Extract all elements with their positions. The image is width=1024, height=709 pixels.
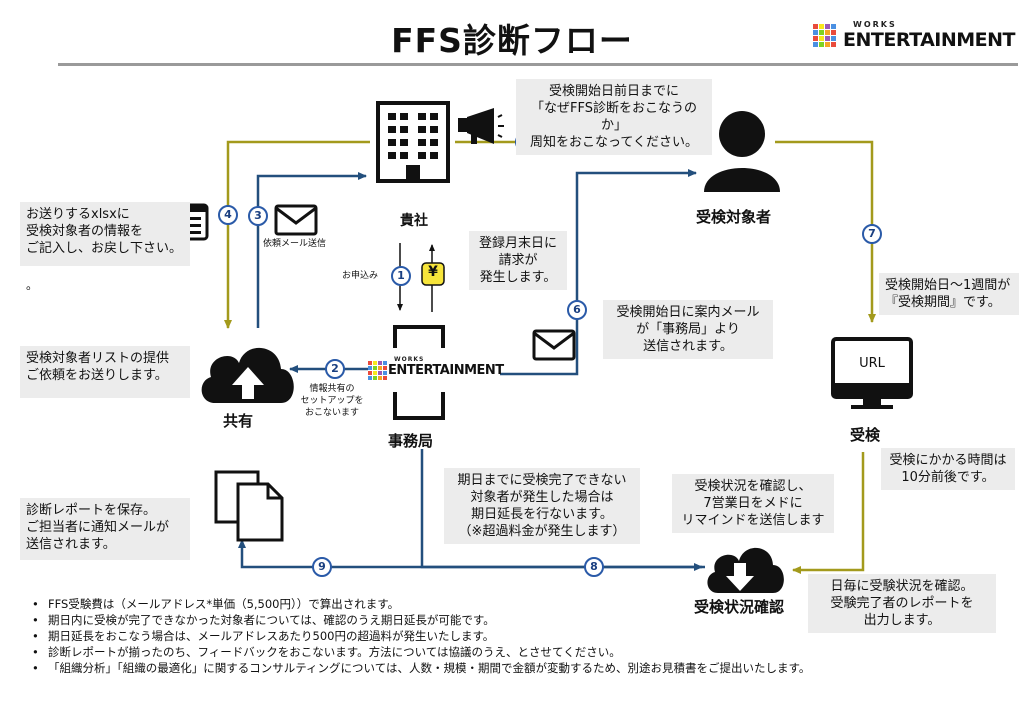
logo-works-text: WORKS xyxy=(394,356,425,363)
stray-mark: 。 xyxy=(26,278,39,292)
logo-square xyxy=(368,366,372,370)
cloud-upload-icon xyxy=(201,347,294,403)
logo-name-text: ENTERTAINMENT xyxy=(388,363,504,378)
cloud-download-icon xyxy=(707,547,784,593)
note-notice-before: 受検開始日前日までに「なぜFFS診断をおこなうのか」周知をおこなってください。 xyxy=(516,79,712,155)
logo-mark xyxy=(813,24,836,47)
node-jimukyoku-label: 事務局 xyxy=(388,432,434,450)
step-9-marker: 9 xyxy=(312,557,332,577)
note-item: 「組織分析」「組織の最適化」に関するコンサルティングについては、人数・規模・期間… xyxy=(30,660,1010,676)
connector-step4 xyxy=(224,140,370,329)
logo-square xyxy=(383,361,387,365)
title-divider xyxy=(58,63,1018,66)
note-item: 期日延長をおこなう場合は、メールアドレスあたり500円の超過料が発生いたします。 xyxy=(30,628,1010,644)
note-remind: 受検状況を確認し、7営業日をメドにリマインドを送信します xyxy=(672,474,834,533)
logo-square xyxy=(378,371,382,375)
note-item: 期日内に受検が完了できなかった対象者については、確認のうえ期日延長が可能です。 xyxy=(30,612,1010,628)
step-6-marker: 6 xyxy=(567,300,587,320)
monitor-icon xyxy=(831,337,913,409)
person-icon xyxy=(704,111,780,192)
logo-square xyxy=(383,366,387,370)
connector-step6 xyxy=(500,169,697,376)
note-item: 診断レポートが揃ったのち、フィードバックをおこないます。方法については協議のうえ… xyxy=(30,644,1010,660)
logo-square xyxy=(819,30,824,35)
building-icon xyxy=(376,101,450,183)
logo-mark xyxy=(368,361,387,380)
note-item: FFS受験費は（メールアドレス*単価（5,500円））で算出されます。 xyxy=(30,596,1010,612)
logo-square xyxy=(373,366,377,370)
setup-label: 情報共有のセットアップをおこないます xyxy=(300,384,364,418)
logo-square xyxy=(819,24,824,29)
footer-notes: FFS受験費は（メールアドレス*単価（5,500円））で算出されます。 期日内に… xyxy=(30,596,1010,676)
request-mail-label: 依頼メール送信 xyxy=(263,239,327,249)
logo-square xyxy=(825,42,830,47)
note-invoice: 登録月末日に請求が発生します。 xyxy=(469,231,567,290)
step-2-marker: 2 xyxy=(325,359,345,379)
apply-label: お申込み xyxy=(342,271,379,281)
envelope-icon xyxy=(532,329,576,361)
logo-square xyxy=(813,42,818,47)
logo-square xyxy=(813,36,818,41)
note-extend: 期日までに受検完了できない対象者が発生した場合は期日延長を行ないます。（※超過料… xyxy=(444,468,640,544)
connector-step7 xyxy=(775,140,876,323)
envelope-icon xyxy=(274,204,318,236)
note-xlsx: お送りするxlsxに受検対象者の情報をご記入し、お戻し下さい。 xyxy=(20,202,190,266)
yen-coin-icon xyxy=(421,262,445,286)
connector-step3 xyxy=(256,172,367,328)
logo-square xyxy=(831,42,836,47)
step-4-marker: 4 xyxy=(218,205,238,225)
page-title: FFS診断フロー xyxy=(391,21,633,60)
note-list: 受検対象者リストの提供ご依頼をお送りします。 xyxy=(20,346,190,398)
note-guide-mail: 受検開始日に案内メールが「事務局」より送信されます。 xyxy=(603,300,773,359)
step-3-marker: 3 xyxy=(248,206,268,226)
logo-square xyxy=(819,42,824,47)
step-7-marker: 7 xyxy=(862,224,882,244)
logo-square xyxy=(813,24,818,29)
logo-square xyxy=(825,36,830,41)
megaphone-icon xyxy=(458,108,504,144)
logo-square xyxy=(831,30,836,35)
logo-square xyxy=(368,371,372,375)
yen-glyph: ¥ xyxy=(428,264,438,280)
logo-square xyxy=(373,376,377,380)
logo-square xyxy=(813,30,818,35)
url-label: URL xyxy=(859,356,885,371)
logo-square xyxy=(378,376,382,380)
logo-square xyxy=(825,30,830,35)
logo-square xyxy=(383,376,387,380)
logo-square xyxy=(368,361,372,365)
step-8-marker: 8 xyxy=(584,557,604,577)
logo-square xyxy=(831,36,836,41)
node-exam-label: 受検 xyxy=(850,426,881,444)
connector-step8 xyxy=(420,449,703,571)
node-target-label: 受検対象者 xyxy=(696,208,772,226)
logo-square xyxy=(819,36,824,41)
logo-square xyxy=(373,371,377,375)
logo-square xyxy=(378,366,382,370)
logo-name-text: ENTERTAINMENT xyxy=(843,29,1016,51)
logo-square xyxy=(373,361,377,365)
connector-step9 xyxy=(238,539,705,569)
logo-square xyxy=(368,376,372,380)
logo-square xyxy=(831,24,836,29)
node-company-label: 貴社 xyxy=(400,213,428,229)
office-bracket xyxy=(393,325,445,420)
logo-square xyxy=(378,361,382,365)
documents-icon xyxy=(214,470,284,542)
logo-works-text: WORKS xyxy=(853,20,897,29)
step-1-marker: 1 xyxy=(391,266,411,286)
connector-exam-status xyxy=(792,452,865,574)
logo-square xyxy=(825,24,830,29)
logo-square xyxy=(383,371,387,375)
note-period: 受検開始日～1週間が『受検期間』です。 xyxy=(879,273,1019,315)
node-share-label: 共有 xyxy=(223,412,254,430)
note-report: 診断レポートを保存。ご担当者に通知メールが送信されます。 xyxy=(20,498,190,560)
